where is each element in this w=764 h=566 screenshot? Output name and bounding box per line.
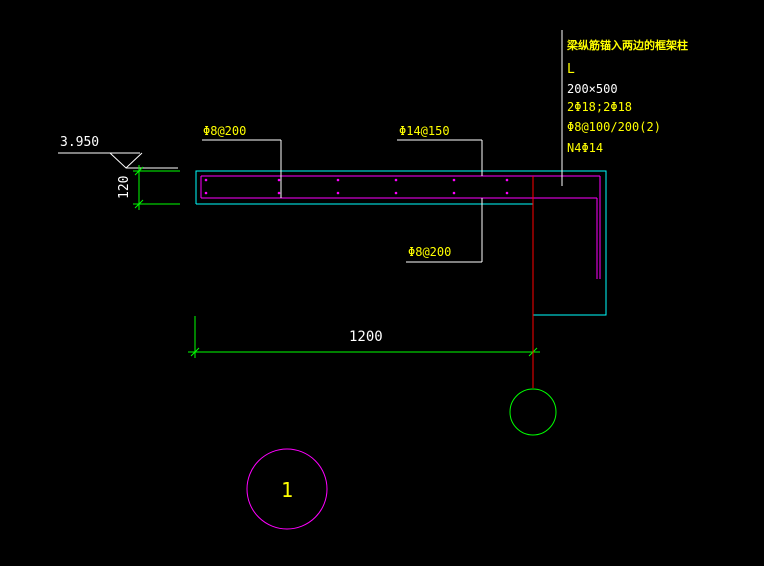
beam-note-side-bars: N4Φ14: [567, 141, 603, 155]
beam-note-longitudinal: 2Φ18;2Φ18: [567, 100, 632, 114]
span-dimension-text: 1200: [349, 329, 383, 345]
beam-note-title: 梁纵筋锚入两边的框架柱: [566, 38, 688, 52]
detail-number-text: 1: [281, 478, 293, 502]
slab-thickness-text: 120: [117, 176, 132, 199]
rebar-top-right-text: Φ14@150: [399, 124, 450, 138]
level-mark-text: 3.950: [60, 135, 99, 150]
distribution-bars: [204, 178, 509, 195]
leader-rebar-top-left: Φ8@200: [202, 124, 282, 198]
rebar-lines: [200, 175, 601, 279]
beam-note-stirrup: Φ8@100/200(2): [567, 120, 661, 134]
beam-note-size: 200×500: [567, 82, 618, 96]
axis-marker: [509, 176, 557, 436]
rebar-top-left-text: Φ8@200: [203, 124, 246, 138]
rebar-bottom-text: Φ8@200: [408, 245, 451, 259]
level-mark: 3.950: [58, 135, 178, 169]
leader-rebar-top-right: Φ14@150: [397, 124, 483, 176]
span-dimension: 1200: [188, 316, 540, 358]
leader-rebar-bottom: Φ8@200: [406, 198, 483, 263]
detail-number-marker: 1: [246, 448, 328, 530]
slab-thickness-dimension: 120: [117, 165, 180, 210]
beam-note: 梁纵筋锚入两边的框架柱 L 200×500 2Φ18;2Φ18 Φ8@100/2…: [566, 38, 688, 155]
slab-outline: [195, 170, 607, 316]
beam-note-code: L: [567, 62, 575, 77]
